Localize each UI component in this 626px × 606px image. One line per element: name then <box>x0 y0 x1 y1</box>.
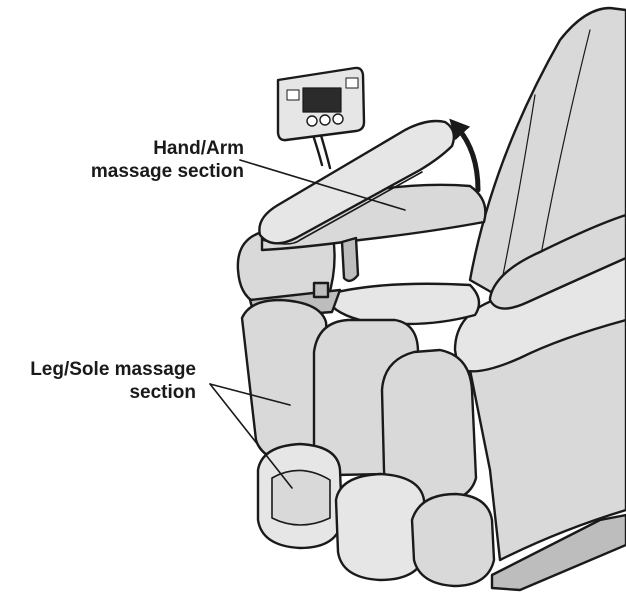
hand-arm-lid-edge <box>261 171 423 245</box>
chair-base <box>490 513 626 592</box>
remote-controller <box>276 66 366 142</box>
backrest-seam <box>539 29 591 261</box>
leg-sole-label-line1: Leg/Sole massage <box>30 359 196 380</box>
seat-cushion <box>323 282 481 326</box>
right-armrest-top <box>488 213 626 310</box>
lever-base <box>312 281 330 299</box>
toe-block <box>410 492 496 588</box>
hand-arm-label-line2: massage section <box>90 161 244 182</box>
leader-line-leg-sole <box>209 383 293 489</box>
leader-line-hand-arm <box>239 159 406 211</box>
leg-sole-label: Leg/Sole massage section <box>0 358 196 404</box>
rotation-arrow-icon <box>449 118 481 193</box>
leader-line-leg-sole <box>209 383 291 406</box>
hand-arm-label: Hand/Arm massage section <box>40 137 244 183</box>
backrest-seam <box>501 94 536 281</box>
hand-arm-label-line1: Hand/Arm <box>153 138 244 159</box>
lever-knob <box>340 236 360 283</box>
right-armrest <box>453 253 626 373</box>
leg-sole-label-line2: section <box>129 382 196 403</box>
foot-well-left-inner <box>271 469 331 526</box>
